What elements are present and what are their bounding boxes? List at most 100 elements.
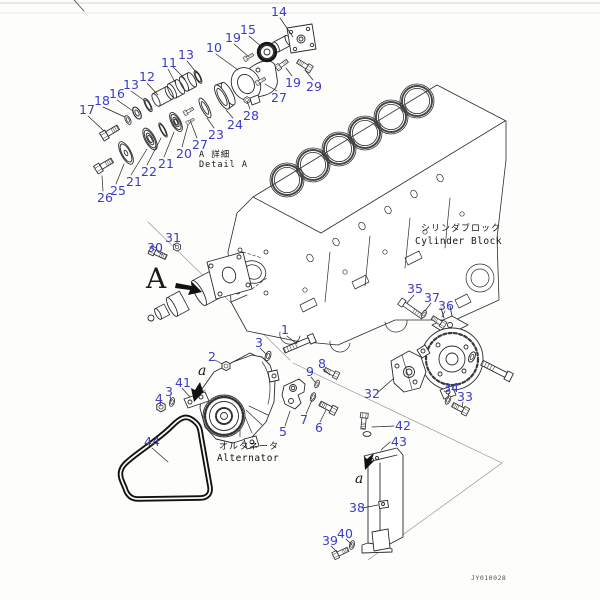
part-number-label-37: 37 xyxy=(424,290,440,305)
washer-18 xyxy=(123,114,133,126)
part-number-label-21: 21 xyxy=(126,174,142,189)
leader-line-11 xyxy=(167,68,177,85)
leader-line-11 xyxy=(172,66,186,80)
part-number-label-23: 23 xyxy=(208,127,224,142)
ring-24 xyxy=(214,82,236,110)
ring-13 xyxy=(143,97,153,113)
part-number-label-6: 6 xyxy=(315,420,323,435)
bolt-26 xyxy=(93,155,115,175)
leader-line-3 xyxy=(259,347,268,356)
part-number-label-32: 32 xyxy=(364,386,380,401)
bolt-27b xyxy=(182,105,195,117)
leader-line-30 xyxy=(157,251,164,256)
cylinder-11a xyxy=(166,79,185,99)
leader-line-19 xyxy=(285,67,293,77)
part-number-label-2: 2 xyxy=(208,349,216,364)
part-number-label-21: 21 xyxy=(158,156,174,171)
leader-line-39 xyxy=(330,545,338,553)
washer-42b xyxy=(362,431,372,437)
part-number-label-A: A xyxy=(145,262,167,295)
leader-line-18 xyxy=(102,106,126,118)
bolt-29 xyxy=(295,57,314,74)
cylinder-11b xyxy=(178,72,197,92)
part-number-label-a: a xyxy=(355,471,363,487)
cylinder-block-drawing xyxy=(227,83,507,353)
leader-line-4 xyxy=(159,402,162,407)
part-number-label-5: 5 xyxy=(279,424,287,439)
leader-line-3 xyxy=(169,395,172,402)
washer-23 xyxy=(198,97,212,119)
leader-line-24 xyxy=(225,109,234,119)
part-number-label-39: 39 xyxy=(322,533,338,548)
leader-line-43 xyxy=(380,441,391,451)
leader-line-40 xyxy=(345,538,353,546)
part-number-label-33: 33 xyxy=(457,389,473,404)
washer-3a xyxy=(263,349,273,363)
part-number-label-9: 9 xyxy=(306,364,314,379)
part-number-label-38: 38 xyxy=(349,500,365,515)
washer-16 xyxy=(130,105,144,121)
leader-line-12 xyxy=(146,82,159,96)
part-number-label-42: 42 xyxy=(395,418,411,433)
part-number-label-44: 44 xyxy=(144,434,160,449)
leader-line-23 xyxy=(206,117,215,129)
part-number-label-25: 25 xyxy=(110,183,126,198)
leader-line-26 xyxy=(101,175,104,192)
detail-a-caption-jp: A 詳細 xyxy=(199,150,231,160)
part-number-label-13: 13 xyxy=(178,47,194,62)
guard-43 xyxy=(331,447,404,561)
part-number-label-10: 10 xyxy=(206,40,222,55)
nut-28 xyxy=(243,96,251,104)
part-number-label-a: a xyxy=(198,363,206,379)
alternator-caption-jp: オルタネータ xyxy=(219,442,280,452)
clip-38 xyxy=(378,499,389,509)
leader-line-29 xyxy=(304,69,314,81)
bolt-17 xyxy=(99,122,121,142)
part-number-label-35: 35 xyxy=(407,281,423,296)
leader-line-44 xyxy=(151,447,169,463)
bolt-6 xyxy=(317,399,339,416)
part-number-label-19: 19 xyxy=(285,75,301,90)
leader-line-35 xyxy=(406,294,415,304)
ring-13b xyxy=(193,70,203,84)
leader-line-17 xyxy=(87,115,105,132)
leader-line-16 xyxy=(116,99,134,112)
leader-line-21 xyxy=(130,148,148,176)
leader-line-27 xyxy=(264,83,278,92)
leader-line-19 xyxy=(233,43,250,58)
part-number-label-36: 36 xyxy=(438,298,454,313)
bracket-32 xyxy=(390,350,427,393)
leader-line-38 xyxy=(361,504,379,509)
part-number-label-19: 19 xyxy=(225,30,241,45)
leader-line-42 xyxy=(371,425,395,428)
leader-line-10 xyxy=(215,53,239,71)
part-number-label-20: 20 xyxy=(176,146,192,161)
leader-line-5 xyxy=(284,410,291,427)
bracket-5 xyxy=(281,378,306,410)
belt-44 xyxy=(117,414,213,502)
leader-line-9 xyxy=(310,376,316,383)
leader-line-21 xyxy=(163,131,175,158)
view-a-arrow xyxy=(175,281,202,295)
plate-14 xyxy=(286,23,317,54)
part-number-label-41: 41 xyxy=(175,375,191,390)
washer-9 xyxy=(313,379,321,389)
leader-line-31 xyxy=(173,243,177,247)
bolt-42 xyxy=(358,412,369,430)
cylinder-block-caption-en: Cylinder Block xyxy=(415,236,503,247)
leader-line-22 xyxy=(146,137,162,166)
leader-line-13 xyxy=(186,60,197,73)
cylinder-block-caption-jp: シリンダブロック xyxy=(421,224,502,234)
part-number-label-13: 13 xyxy=(123,77,139,92)
leader-line-6 xyxy=(319,409,327,423)
part-number-label-40: 40 xyxy=(337,526,353,541)
nut-2 xyxy=(221,360,231,372)
bearing-21b xyxy=(169,112,183,132)
part-number-label-24: 24 xyxy=(227,117,243,132)
part-number-label-18: 18 xyxy=(94,93,110,108)
part-number-label-27: 27 xyxy=(271,90,287,105)
part-number-label-15: 15 xyxy=(240,22,256,37)
